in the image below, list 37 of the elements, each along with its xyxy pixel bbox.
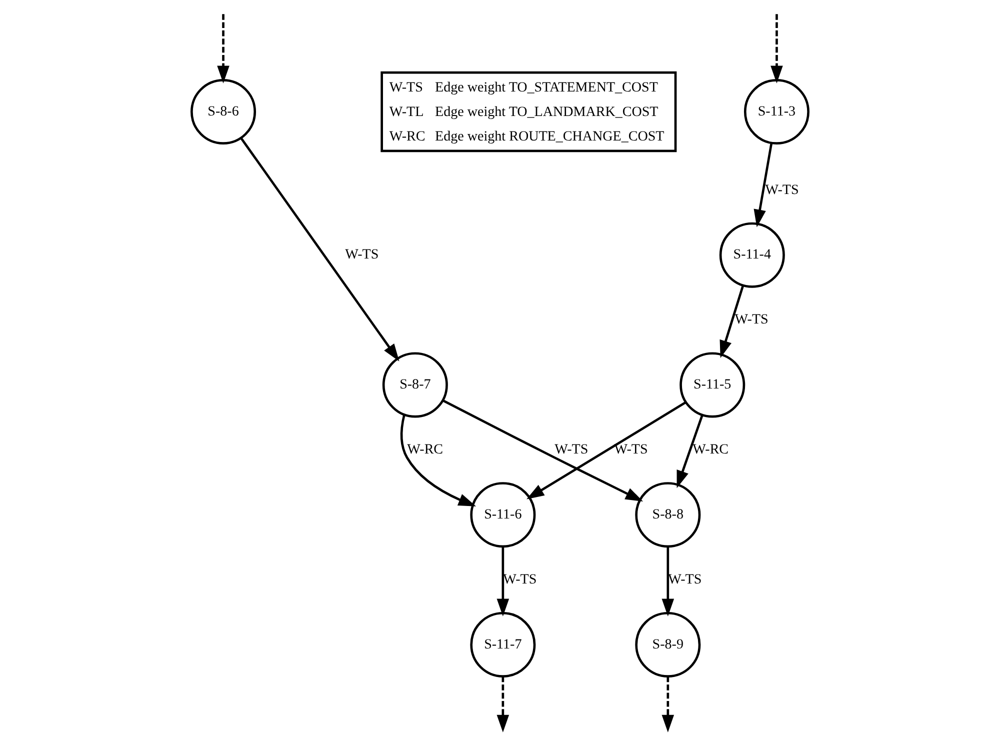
node-circle: S-8-8 (635, 482, 701, 548)
arrow (720, 285, 744, 358)
arrow (442, 399, 644, 502)
arrow (240, 137, 400, 362)
label: Edge weight TO_LANDMARK_COST (435, 104, 658, 120)
arrow (526, 401, 686, 500)
edge-label: W-TS (734, 312, 768, 328)
label: W-RC (389, 128, 426, 145)
arrow (496, 676, 510, 732)
node-circle: S-11-5 (680, 352, 746, 418)
label: Edge weight TO_STATEMENT_COST (435, 79, 658, 96)
arrow (400, 414, 476, 506)
label: W-TS (389, 79, 423, 96)
arrow (217, 14, 230, 84)
node-circle: S-11-4 (719, 222, 785, 288)
arrow (770, 14, 783, 84)
edge-label: W-TS (614, 442, 648, 458)
node-circle: S-8-9 (635, 612, 701, 678)
node-circle: S-11-7 (470, 612, 536, 678)
edge-label: W-RC (407, 442, 444, 458)
edge-label: W-TS (345, 246, 379, 263)
node-circle: S-8-7 (382, 352, 448, 418)
arrow (754, 142, 773, 228)
edge-label: W-RC (692, 442, 729, 458)
edge-label: W-TS (554, 442, 588, 458)
arrow (662, 546, 674, 616)
label: Edge weight ROUTE_CHANGE_COST (435, 128, 664, 145)
label: W-TL (389, 104, 424, 120)
node-circle: S-8-6 (190, 78, 256, 144)
edge-label: W-TS (503, 571, 537, 588)
node-circle: S-11-6 (470, 482, 536, 548)
arrow (676, 414, 704, 488)
arrow (662, 676, 674, 732)
edge-label: W-TS (668, 571, 702, 588)
node-circle: S-11-3 (744, 78, 810, 144)
arrow (496, 546, 510, 616)
edge-label: W-TS (765, 182, 799, 198)
